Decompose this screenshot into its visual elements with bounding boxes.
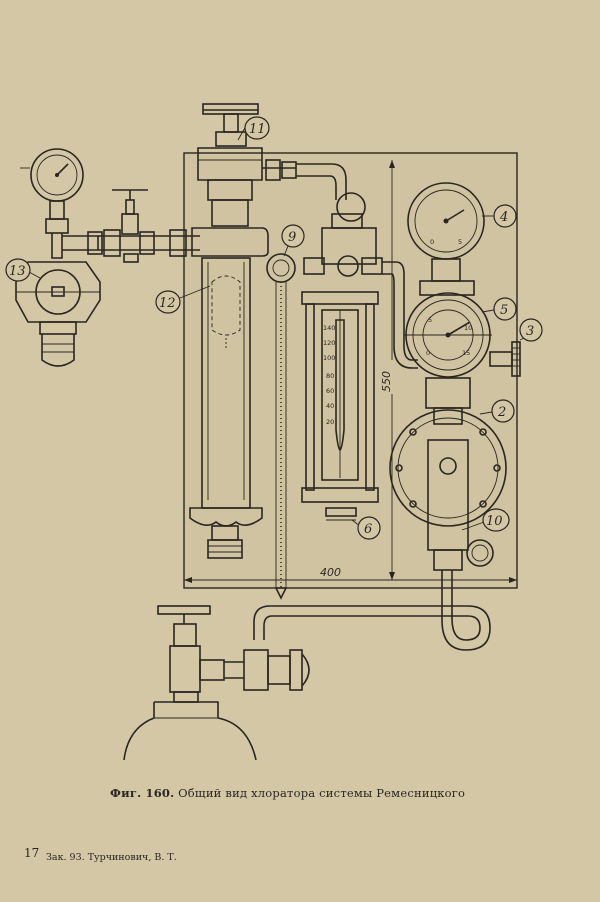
figure-caption-text: Общий вид хлоратора системы Ремесницкого [178,786,466,800]
gauge-5-mark: 0 [426,349,430,357]
page-number: 17 [24,846,40,860]
callout-9-label: 9 [288,230,296,245]
gauge-4-mark: 0 [430,238,434,246]
callout-4-label: 4 [499,210,508,225]
rotameter-scale-label: 100 [323,354,335,362]
callout-11-label: 11 [249,122,266,137]
callout-6-label: 6 [364,522,372,537]
print-info: Зак. 93. Турчинович, В. Т. [46,852,177,863]
callout-9 [281,224,305,248]
callout-5-label: 5 [500,303,508,318]
small-gauge-9 [266,253,296,600]
callout-13-label: 13 [9,264,26,279]
column-12 [189,103,269,559]
rotameter-scale-label: 120 [323,339,335,347]
regulator-2 [389,409,507,527]
rotameter-scale-label: 80 [326,372,334,380]
callout-10 [482,508,510,532]
left-regulator-body [15,261,101,323]
chlorine-cylinder [123,605,310,761]
dimension-height-label: 550 [380,371,393,392]
inlet-pipe [87,189,200,263]
rotameter-6 [301,227,383,521]
right-assembly [253,182,521,651]
gauge-5-mark: 10 [464,324,472,332]
callout-12-label: 12 [159,296,176,311]
callout-13 [5,258,31,282]
rotameter-scale-label: 140 [323,324,335,332]
connecting-pipe-right [382,261,418,369]
callout-2 [491,399,515,423]
callout-4 [493,204,517,228]
callouts: 11 4 9 13 12 5 3 2 6 10 [5,116,543,540]
gauge-5-mark: 15 [462,349,470,357]
callout-3-label: 3 [526,324,534,339]
sight-glass-10 [466,539,494,567]
callout-3 [519,318,543,342]
callout-2-label: 2 [497,405,506,420]
callout-5 [493,297,517,321]
callout-12 [155,290,181,314]
rotameter-scale-label: 40 [326,402,334,410]
gauge-4-mark: 5 [458,238,462,246]
left-gauge-assembly [15,148,101,367]
figure-caption: Фиг. 160. Общий вид хлоратора системы Ре… [110,786,530,800]
rotameter-scale-label: 60 [326,387,334,395]
gauge-dial-marks: 0 5 0 5 10 15 [426,238,472,357]
connecting-pipe-top [262,159,366,229]
callout-10-label: 10 [486,514,503,529]
gauge-5-mark: 5 [428,316,432,324]
callout-11 [244,116,270,140]
callout-6 [357,516,381,540]
dimension-width-label: 400 [320,566,341,579]
rotameter-scale-label: 20 [326,418,334,426]
rotameter-scale: 140 120 100 80 60 40 20 [323,324,335,426]
figure-label: Фиг. 160. [110,786,175,800]
